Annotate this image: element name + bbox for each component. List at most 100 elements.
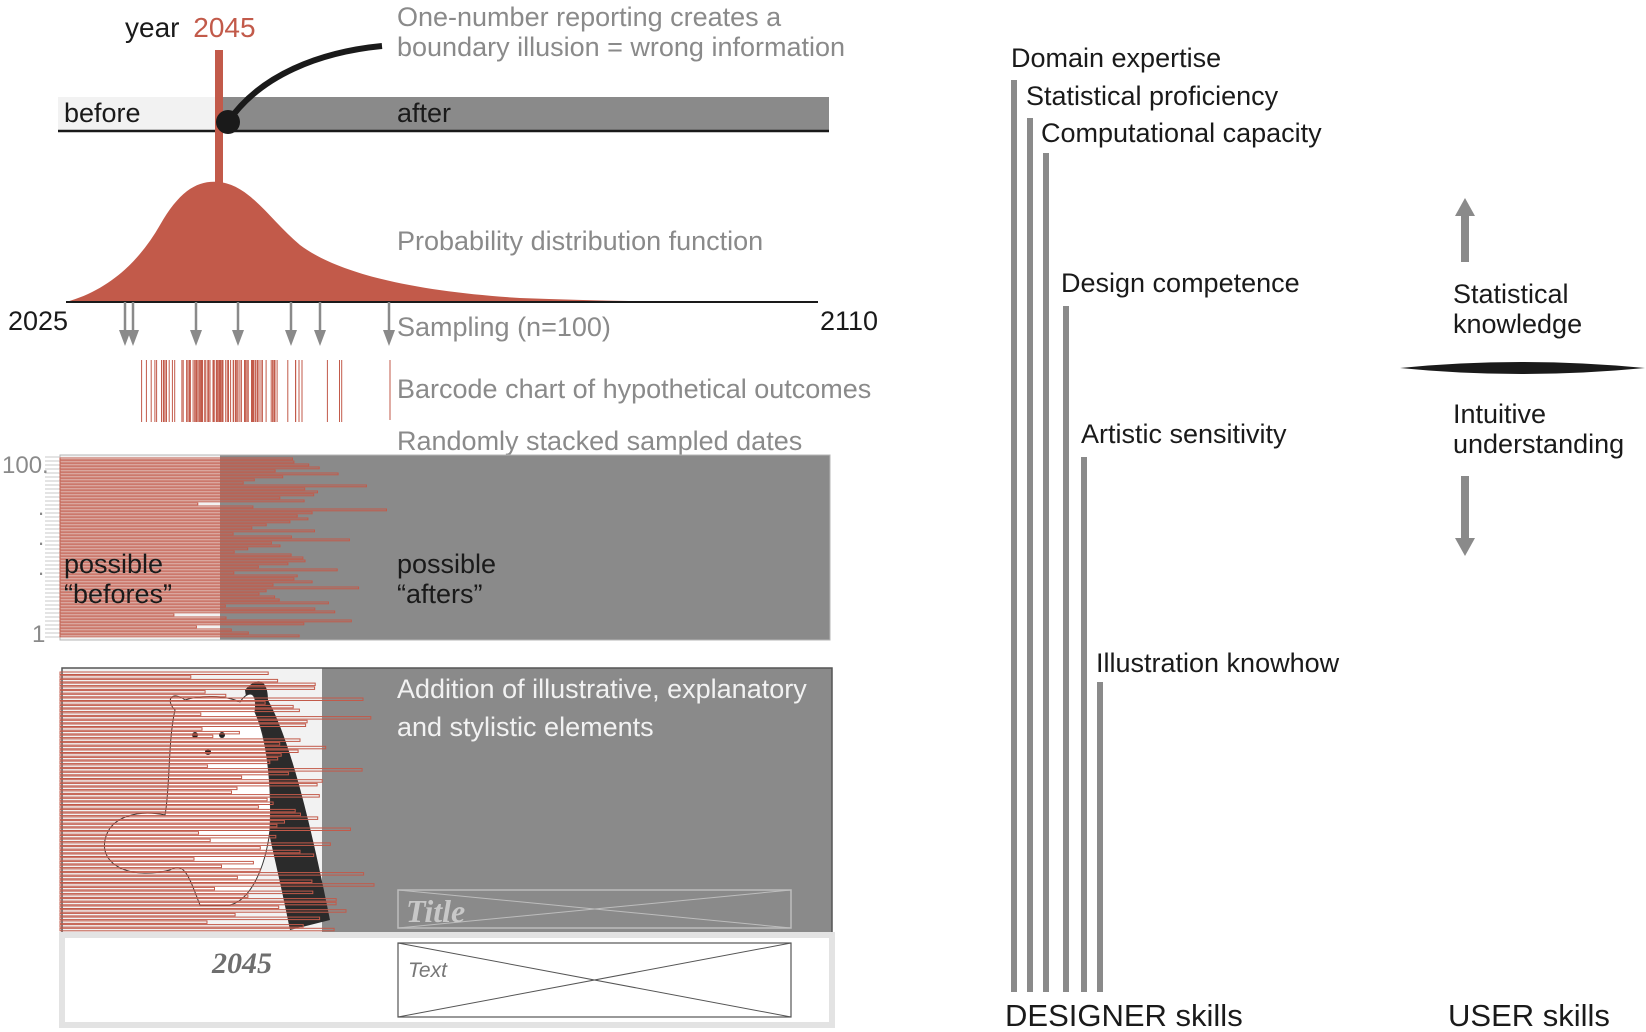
sampled-date-bar: [59, 898, 337, 902]
stacked-after-bg: [220, 455, 830, 640]
sampled-date-bar: [59, 857, 195, 861]
y-dot-3: .: [38, 555, 44, 580]
sampled-date-bar: [59, 879, 313, 883]
sampled-date-bar: [59, 589, 267, 593]
year-prefix: year: [125, 12, 179, 43]
sampled-date-bar: [59, 927, 335, 932]
sampled-date-bar: [59, 475, 284, 479]
sampled-date-bar: [59, 924, 304, 928]
sampled-date-bar: [59, 577, 295, 581]
year-serif-label: 2045: [211, 947, 272, 980]
befores-line-1: possible: [64, 549, 163, 579]
skill-bar: [1043, 153, 1049, 992]
illustrated-bars: [59, 671, 375, 932]
divider-lens: [1400, 362, 1645, 374]
sampled-date-bar: [59, 797, 268, 802]
sampled-date-bar: [59, 523, 267, 527]
skill-label: Design competence: [1061, 268, 1300, 298]
sampled-date-bar: [59, 565, 259, 569]
sampled-date-bar: [59, 738, 301, 742]
barcode-label: Barcode chart of hypothetical outcomes: [397, 374, 871, 404]
skill-bar: [1097, 682, 1103, 992]
sampled-date-bar: [59, 753, 282, 757]
sampled-date-bar: [59, 517, 309, 521]
sampled-date-bar: [59, 559, 306, 563]
sampled-date-bar: [59, 628, 232, 632]
sampled-date-bar: [59, 586, 360, 590]
callout-line-2: boundary illusion = wrong information: [397, 32, 845, 62]
sampled-date-bar: [59, 502, 199, 506]
sampled-date-bar: [59, 846, 261, 850]
sampled-date-bar: [59, 831, 199, 835]
arctic-fox-illustration: [103, 681, 330, 930]
sampled-date-bar: [59, 727, 203, 731]
sampled-date-bar: [59, 723, 307, 727]
sampled-date-bar: [59, 583, 274, 587]
sampled-date-bar: [59, 520, 291, 524]
afters-line-2: “afters”: [397, 579, 483, 609]
skill-label: Domain expertise: [1011, 43, 1221, 73]
sample-arrow-icon: [190, 302, 202, 346]
sampled-date-bar: [59, 496, 281, 500]
y-dot-1: .: [38, 495, 44, 520]
sampled-date-bar: [59, 834, 277, 839]
user-skills: Statistical knowledge Intuitive understa…: [1400, 198, 1645, 1032]
sampled-date-bar: [59, 786, 238, 791]
sampled-date-bar: [59, 712, 202, 716]
sampled-date-bar: [59, 607, 316, 611]
sampled-date-bar: [59, 868, 261, 872]
user-lower-line-1: Intuitive: [1453, 399, 1546, 429]
sampled-date-bar: [59, 905, 280, 909]
sampled-date-bar: [59, 616, 227, 620]
sampled-date-bar: [59, 730, 240, 735]
sampled-date-bar: [59, 886, 215, 891]
sampled-date-bar: [59, 532, 234, 536]
sampled-date-bar: [59, 682, 316, 687]
afters-line-1: possible: [397, 549, 496, 579]
bottom-frame: [59, 932, 835, 1028]
skill-label: Illustration knowhow: [1096, 648, 1340, 678]
fox-dark-body: [245, 681, 330, 930]
sampled-date-bar: [59, 535, 292, 539]
sampled-date-bar: [59, 541, 272, 545]
sampled-date-bar: [59, 782, 318, 787]
skill-bar: [1011, 80, 1017, 992]
sampled-date-bar: [59, 671, 269, 675]
user-upper-line-2: knowledge: [1453, 309, 1582, 339]
sampled-date-bar: [59, 514, 298, 518]
sampled-date-bar: [59, 816, 319, 820]
sampled-date-bar: [59, 610, 336, 614]
barcode-chart: [141, 360, 343, 422]
sampled-date-bar: [59, 745, 327, 750]
sampled-date-bar: [59, 613, 175, 617]
sampled-date-bar: [59, 484, 367, 488]
sampled-date-bar: [59, 472, 339, 476]
sampled-date-bar: [59, 622, 305, 626]
illustrated-section: Addition of illustrative, explanatory an…: [59, 667, 833, 936]
y-dot-2: .: [38, 525, 44, 550]
sampled-date-bar: [59, 901, 337, 906]
sampled-date-bar: [59, 890, 314, 895]
sampled-date-bar: [59, 511, 313, 515]
sample-arrow-icon: [285, 302, 297, 346]
stacked-bars: [59, 457, 387, 638]
sampled-date-bar: [59, 678, 279, 683]
sampled-date-bar: [59, 801, 274, 805]
sampled-date-bar: [59, 860, 254, 865]
skill-label: Computational capacity: [1041, 118, 1322, 148]
sampled-date-bar: [59, 595, 276, 599]
sampled-date-bar: [59, 493, 315, 497]
sampled-date-bar: [59, 742, 281, 746]
sampled-date-bar: [59, 460, 295, 464]
sample-arrow-icon: [383, 302, 395, 346]
sampled-date-bar: [59, 716, 372, 720]
title-placeholder: Title: [406, 893, 465, 929]
sampled-date-bar: [59, 463, 310, 467]
after-label: after: [397, 98, 451, 128]
boundary-section: before after year 2045 One-number report…: [58, 2, 845, 192]
designer-heading: DESIGNER skills: [1005, 998, 1243, 1032]
sampled-date-bar: [59, 601, 329, 605]
bottom-text-panel: 2045 Text: [59, 932, 835, 1028]
sampled-date-bar: [59, 719, 308, 724]
